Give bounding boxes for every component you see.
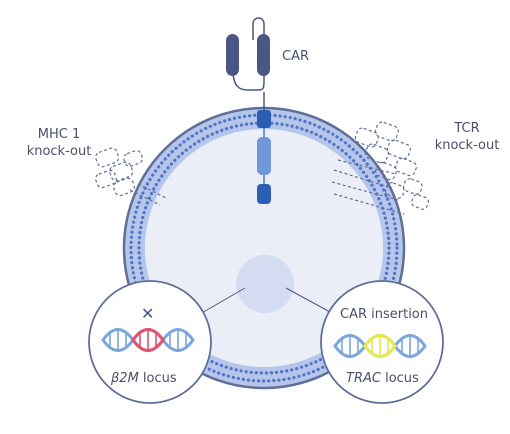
- tcr-knockout-ghost: [331, 121, 430, 215]
- tcr-stalk: [337, 159, 397, 175]
- tcr-domain: [386, 139, 411, 160]
- b2m-locus-label: β2M locus: [111, 370, 177, 387]
- dna-rungs-trac: [341, 337, 419, 355]
- connector-left: [199, 287, 246, 315]
- mhc-domain: [95, 147, 120, 168]
- tcr-knockout-label: TCR knock-out: [432, 120, 502, 154]
- tcr-domain: [410, 194, 430, 210]
- tcr-stalk: [333, 193, 405, 215]
- cell-membrane-dots-inner: [137, 121, 391, 375]
- tcr-domain: [395, 157, 417, 177]
- b2m-callout: [88, 280, 212, 404]
- car-linker: [231, 17, 265, 91]
- mhc1-knockout-label: MHC 1 knock-out: [24, 126, 94, 160]
- trac-locus-label: TRAC locus: [346, 370, 419, 387]
- dna-strand-inserted: [363, 344, 397, 358]
- trac-callout-circle: [320, 280, 444, 404]
- car-label: CAR: [282, 49, 310, 64]
- mhc1-knockout-ghost: [95, 147, 167, 206]
- tcr-stalk: [333, 169, 393, 189]
- dna-rungs-b2m: [109, 331, 187, 349]
- knockout-x-icon: ✕: [141, 304, 155, 323]
- b2m-gene-name: β2M: [111, 371, 139, 386]
- car-insertion-label: CAR insertion: [340, 307, 429, 322]
- mhc1-label-line1: MHC 1: [37, 127, 81, 142]
- dna-helix-b2m: [101, 328, 195, 352]
- connector-right: [285, 287, 331, 313]
- mhc-domain: [109, 161, 134, 182]
- trac-locus-word: locus: [380, 371, 419, 386]
- mhc-stalk: [129, 189, 161, 206]
- tcr-label-line1: TCR: [454, 121, 480, 136]
- car-receptor: [226, 17, 271, 204]
- tcr-domain: [384, 182, 405, 199]
- car-signaling-domain: [257, 184, 271, 204]
- tcr-domain: [364, 143, 389, 164]
- tcr-domain: [374, 121, 399, 142]
- car-scfv-right: [257, 34, 270, 76]
- nucleus: [236, 255, 294, 313]
- tcr-stalk: [331, 181, 399, 201]
- trac-gene-name: TRAC: [346, 371, 381, 386]
- tcr-domain: [402, 178, 423, 195]
- dna-strand-inserted: [363, 334, 397, 348]
- mhc-domain: [123, 150, 144, 167]
- tcr-domain: [354, 127, 379, 148]
- car-transmembrane-domain: [257, 110, 271, 128]
- mhc1-label-line2: knock-out: [26, 144, 92, 159]
- dna-strand-edited: [131, 338, 165, 352]
- dna-strand-edited: [131, 328, 165, 342]
- mhc-domain: [95, 169, 117, 189]
- b2m-locus-word: locus: [138, 371, 177, 386]
- trac-callout: [320, 280, 444, 404]
- mhc-domain: [113, 177, 135, 197]
- dna-helix-trac: [333, 334, 427, 358]
- car-scfv-left: [226, 34, 239, 76]
- b2m-callout-circle: [88, 280, 212, 404]
- tcr-label-line2: knock-out: [434, 138, 500, 153]
- tcr-domain: [375, 161, 397, 181]
- cell-interior: [145, 129, 383, 367]
- car-costim-domain: [257, 137, 271, 175]
